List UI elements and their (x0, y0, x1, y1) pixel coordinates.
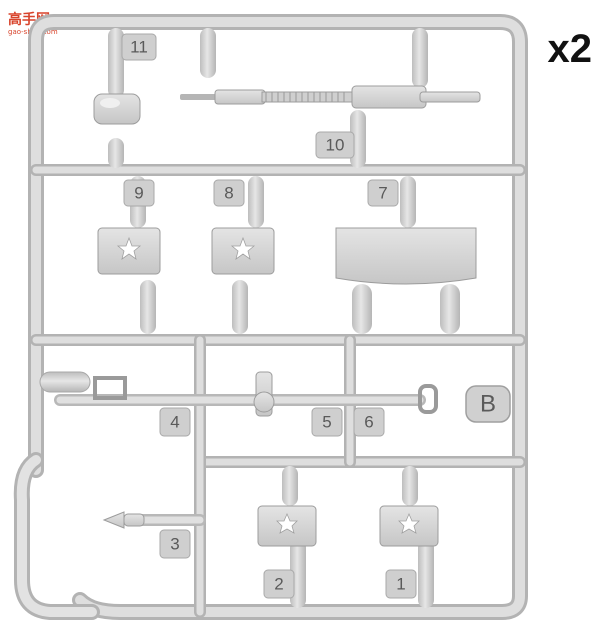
part-number-10: 10 (315, 131, 355, 159)
part-number-8: 8 (213, 179, 245, 207)
sprue-letter: B (480, 391, 496, 418)
part-number-2: 2 (263, 569, 295, 599)
part-ammo-box-2 (257, 505, 317, 547)
part-housing (93, 93, 141, 125)
svg-text:10: 10 (326, 136, 345, 155)
part-shield-plate (335, 227, 477, 285)
svg-text:9: 9 (134, 184, 143, 203)
part-t-fitting (253, 371, 275, 417)
svg-text:6: 6 (364, 413, 373, 432)
svg-text:2: 2 (274, 575, 283, 594)
part-bracket (39, 371, 127, 400)
sprue-frame (13, 14, 528, 620)
part-ring (418, 384, 438, 414)
part-number-9: 9 (123, 179, 155, 207)
svg-text:5: 5 (322, 413, 331, 432)
part-number-11: 11 (121, 33, 157, 61)
svg-text:1: 1 (396, 575, 405, 594)
part-cone-tip (102, 511, 145, 529)
part-number-3: 3 (159, 529, 191, 559)
svg-text:11: 11 (130, 38, 148, 57)
svg-text:8: 8 (224, 184, 233, 203)
svg-text:7: 7 (378, 184, 387, 203)
svg-text:3: 3 (170, 535, 179, 554)
part-number-4: 4 (159, 407, 191, 437)
part-number-5: 5 (311, 407, 343, 437)
part-ammo-box-1 (379, 505, 439, 547)
part-number-6: 6 (353, 407, 385, 437)
part-number-tabs: 11 10 9 8 7 4 5 6 (121, 33, 417, 599)
sprue-identifier: B (465, 385, 511, 423)
part-machine-gun (180, 85, 481, 109)
part-number-7: 7 (367, 179, 399, 207)
svg-text:4: 4 (170, 413, 179, 432)
part-number-1: 1 (385, 569, 417, 599)
part-ammo-box-9 (97, 227, 161, 275)
quantity-label: x2 (548, 27, 593, 71)
part-ammo-box-8 (211, 227, 275, 275)
